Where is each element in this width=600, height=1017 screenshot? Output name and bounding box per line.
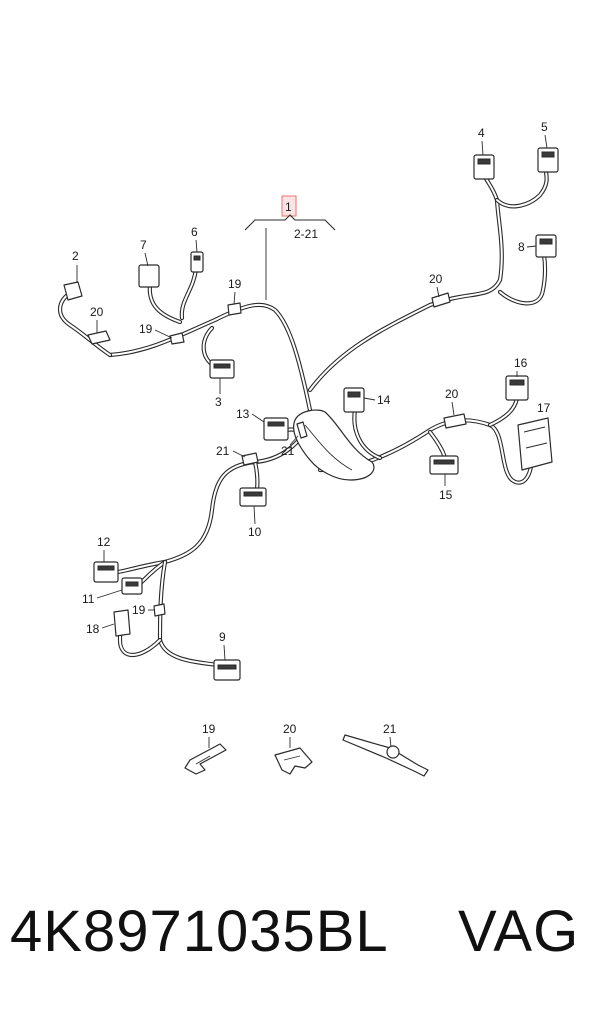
callout-3: 3 <box>215 395 222 409</box>
wire-clips <box>87 292 467 617</box>
callout-5: 5 <box>541 120 548 134</box>
callout-17: 17 <box>537 401 551 415</box>
callout-12: 12 <box>97 535 111 549</box>
cable-tie-21-detail <box>342 734 429 777</box>
connector-9 <box>213 659 241 681</box>
footer: 4K8971035BL VAG <box>0 892 600 982</box>
callout-13: 13 <box>236 407 250 421</box>
part-number: 4K8971035BL <box>10 899 389 964</box>
callout-4: 4 <box>478 126 485 140</box>
callout-20-c: 20 <box>445 387 459 401</box>
connector-18 <box>113 609 131 637</box>
callout-15: 15 <box>439 488 453 502</box>
connector-15 <box>429 455 459 475</box>
callout-21-a: 21 <box>216 444 230 458</box>
connector-3 <box>209 359 235 379</box>
callout-labels: 2 7 6 19 20 19 3 4 5 8 20 13 14 21 21 20 <box>72 120 551 661</box>
callout-1: 1 <box>285 200 292 214</box>
callout-18: 18 <box>86 622 100 636</box>
brand-label: VAG <box>458 899 580 964</box>
callout-6: 6 <box>191 225 198 239</box>
clip-20-detail <box>274 747 313 775</box>
callout-21-b: 21 <box>281 444 295 458</box>
callout-16: 16 <box>514 356 528 370</box>
connector-8 <box>535 234 557 258</box>
callout-7: 7 <box>140 238 147 252</box>
callout-8: 8 <box>518 240 525 254</box>
connectors <box>63 147 559 681</box>
connector-12 <box>93 561 119 583</box>
callout-19-a: 19 <box>228 277 242 291</box>
callout-20-b: 20 <box>429 272 443 286</box>
callout-19-b: 19 <box>139 322 153 336</box>
callout-2: 2 <box>72 249 79 263</box>
bundle-sleeve <box>293 409 375 481</box>
detail-callout-20: 20 <box>283 722 297 736</box>
detail-parts: 19 20 21 <box>184 722 429 777</box>
main-callout: 1 2-21 <box>244 195 336 300</box>
connector-7 <box>138 264 160 288</box>
callout-10: 10 <box>248 525 262 539</box>
callout-14: 14 <box>377 393 391 407</box>
callout-9: 9 <box>219 630 226 644</box>
callout-19-c: 19 <box>132 603 146 617</box>
detail-callout-21: 21 <box>383 722 397 736</box>
connector-2 <box>63 281 83 301</box>
connector-6 <box>190 251 204 273</box>
callout-11: 11 <box>82 592 95 606</box>
wiring-harness-diagram: 1 2-21 2 7 6 19 20 19 3 4 5 8 20 13 14 2… <box>58 120 559 777</box>
module-17 <box>517 417 553 471</box>
callout-20-a: 20 <box>90 305 104 319</box>
connector-13 <box>263 417 289 441</box>
detail-callout-19: 19 <box>202 722 216 736</box>
callout-range: 2-21 <box>294 227 318 241</box>
connector-10 <box>239 487 267 507</box>
